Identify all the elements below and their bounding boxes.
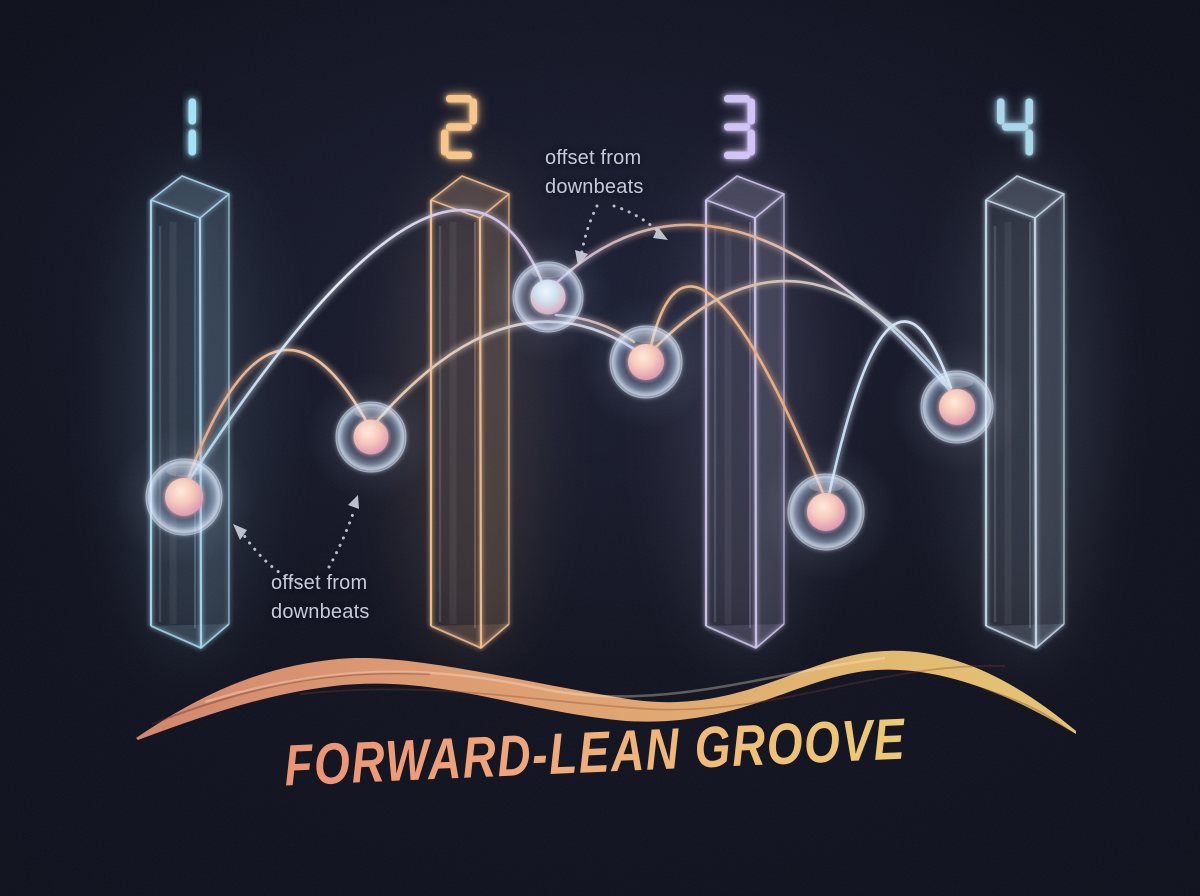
annotation-line: downbeats bbox=[271, 601, 370, 623]
annotation-offset-bottom: offset from downbeats bbox=[271, 569, 370, 627]
annotation-line: offset from bbox=[545, 147, 642, 169]
annotation-line: offset from bbox=[271, 572, 368, 594]
annotation-offset-top: offset from downbeats bbox=[545, 144, 644, 202]
annotation-line: downbeats bbox=[545, 176, 644, 198]
